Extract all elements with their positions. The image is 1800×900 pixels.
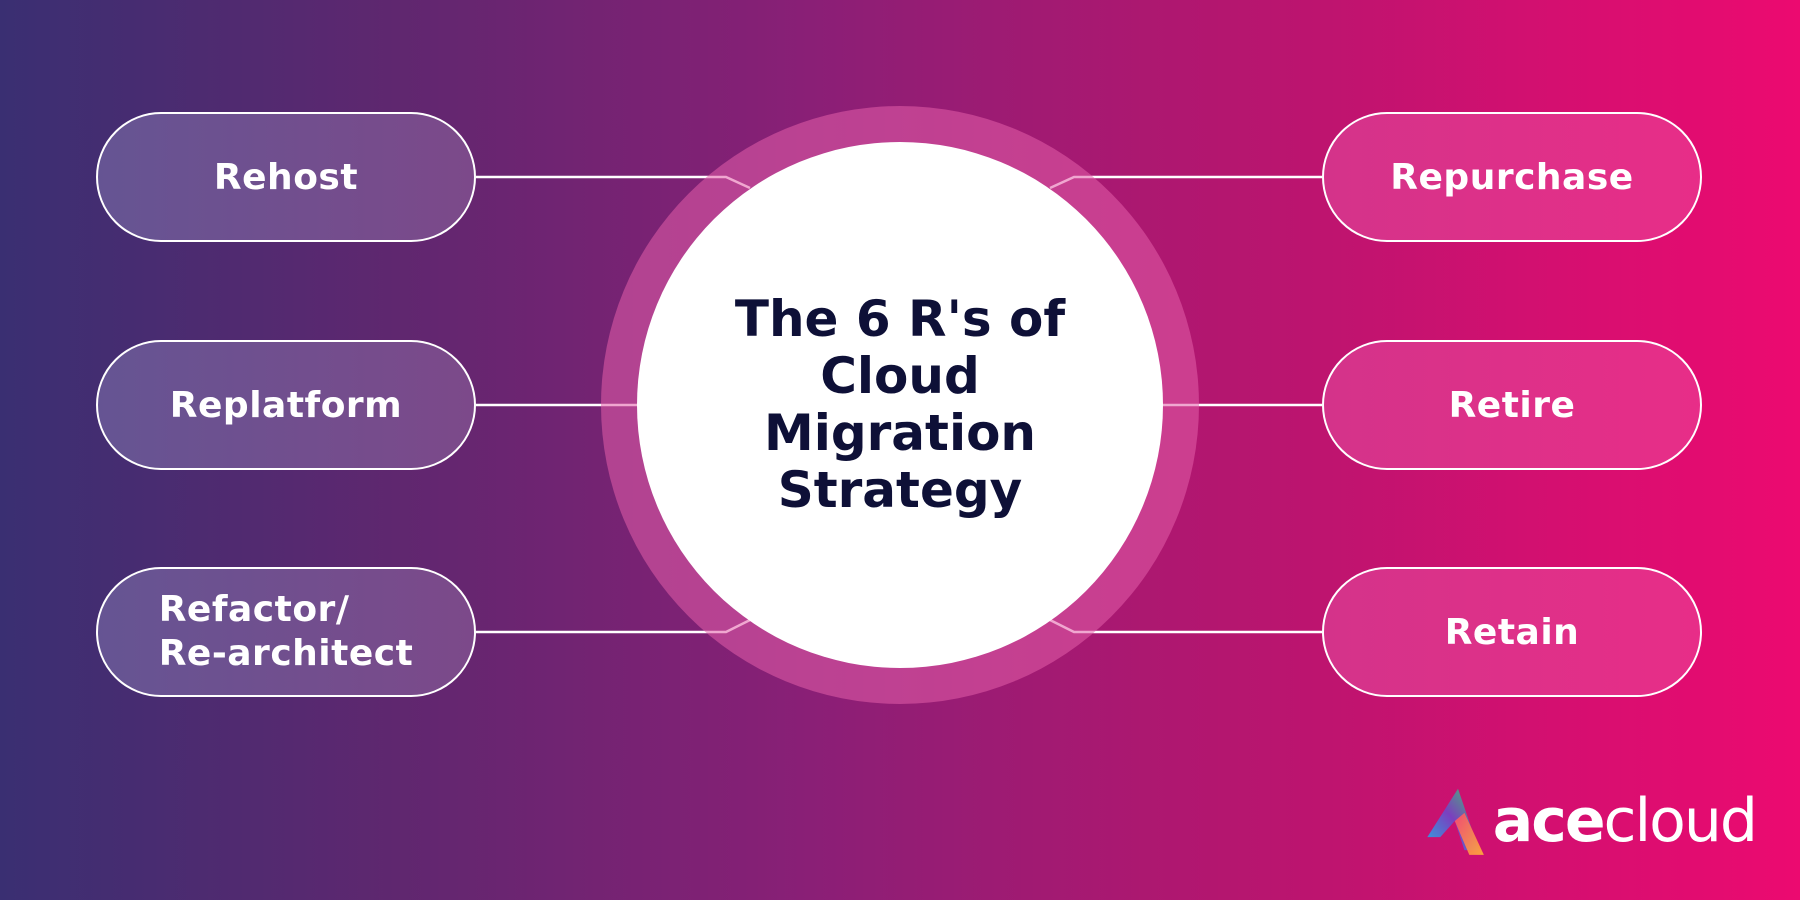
strategy-refactor-label: Refactor/ Re-architect (159, 588, 414, 676)
strategy-retire: Retire (1322, 340, 1702, 470)
strategy-refactor-label-line-1: Refactor/ (158, 589, 350, 630)
strategy-rehost: Rehost (96, 112, 476, 242)
strategy-retain-label: Retain (1444, 611, 1580, 653)
strategy-refactor-label-line-2: Re-architect (158, 633, 414, 674)
strategy-retain: Retain (1322, 567, 1702, 697)
strategy-replatform-label: Replatform (169, 384, 403, 426)
center-title: The 6 R's of Cloud Migration Strategy (680, 291, 1120, 519)
brand-logo-wordmark: acecloud (1492, 786, 1758, 856)
center-circle: The 6 R's of Cloud Migration Strategy (637, 142, 1163, 668)
strategy-repurchase-label: Repurchase (1390, 156, 1634, 198)
brand-logo-name-regular: cloud (1603, 786, 1758, 856)
brand-logo-name-bold: ace (1492, 786, 1606, 856)
center-title-line-3: Strategy (777, 461, 1023, 519)
brand-logo-icon (1427, 788, 1484, 855)
strategy-replatform: Replatform (96, 340, 476, 470)
brand-logo: acecloud (1416, 776, 1758, 866)
strategy-rehost-label: Rehost (213, 156, 359, 198)
strategy-repurchase: Repurchase (1322, 112, 1702, 242)
center-title-line-2: Cloud Migration (763, 347, 1037, 462)
strategy-retire-label: Retire (1448, 384, 1576, 426)
strategy-refactor: Refactor/ Re-architect (96, 567, 476, 697)
center-title-line-1: The 6 R's of (734, 290, 1066, 348)
